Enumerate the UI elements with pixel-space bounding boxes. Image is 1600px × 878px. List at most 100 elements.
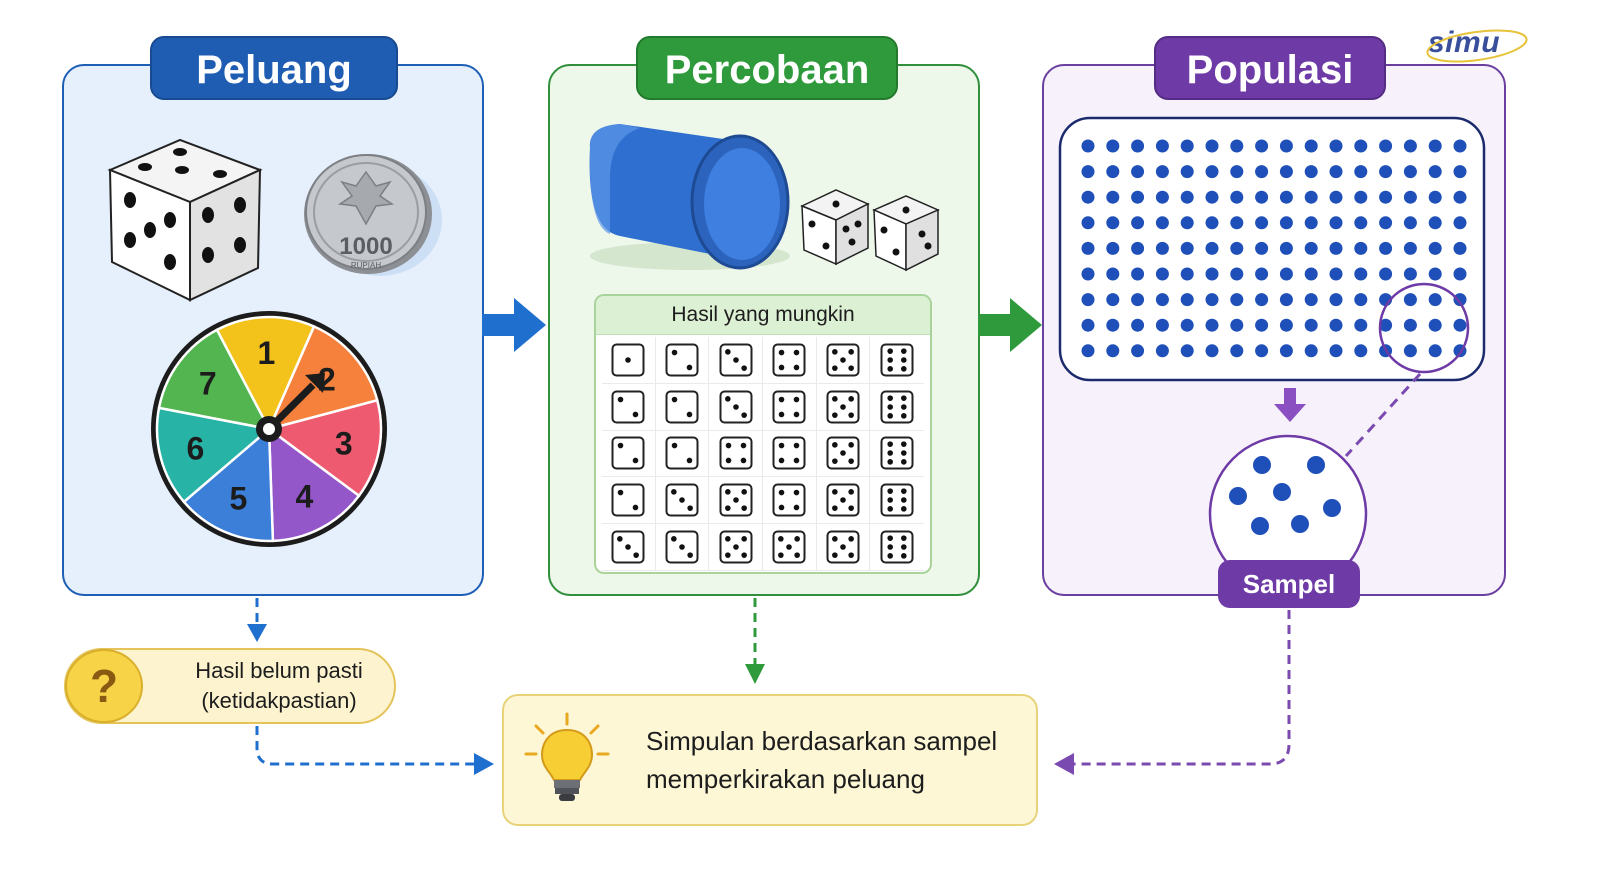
population-dot (1329, 241, 1343, 255)
die-face-2-icon (665, 436, 699, 470)
population-dot (1379, 267, 1393, 281)
population-dot (1230, 216, 1244, 230)
die-face-5-icon (772, 530, 806, 564)
coin-icon: 1000 RUPIAH (304, 154, 442, 276)
die-face-3-icon (665, 483, 699, 517)
population-box (1058, 116, 1486, 382)
die-face-4-icon (772, 436, 806, 470)
population-dot (1379, 216, 1393, 230)
population-dot (1131, 139, 1145, 153)
population-dot (1230, 165, 1244, 179)
population-dot (1106, 293, 1120, 307)
outcome-cell (655, 383, 710, 431)
outcome-cell (816, 430, 871, 478)
population-dot (1279, 344, 1293, 358)
population-dot (1403, 139, 1417, 153)
die-face-2-icon (665, 343, 699, 377)
population-dot (1230, 267, 1244, 281)
population-dot (1428, 139, 1442, 153)
population-dot (1180, 267, 1194, 281)
population-dot (1453, 165, 1467, 179)
spinner-segment-1 (215, 315, 316, 432)
population-dot (1453, 216, 1467, 230)
outcome-cell (763, 524, 817, 571)
population-dot (1081, 267, 1095, 281)
spinner-segment-6 (155, 406, 272, 504)
population-dot (1428, 293, 1442, 307)
sample-selection-circle (1378, 282, 1470, 374)
population-dot (1329, 216, 1343, 230)
population-dot (1279, 216, 1293, 230)
spinner-segment-4 (267, 426, 361, 543)
population-dot (1205, 267, 1219, 281)
population-dot (1428, 318, 1442, 332)
outcomes-header: Hasil yang mungkin (596, 296, 930, 335)
outcome-cell (816, 477, 871, 525)
population-dot (1304, 241, 1318, 255)
die-face-5-icon (826, 530, 860, 564)
population-dot (1081, 318, 1095, 332)
peluang-title: Peluang (150, 36, 398, 100)
population-dot (1379, 139, 1393, 153)
uncertainty-text: Hasil belum pasti (ketidakpastian) (174, 656, 384, 716)
population-dot (1155, 267, 1169, 281)
population-dot (1230, 344, 1244, 358)
population-dot (1379, 241, 1393, 255)
conclusion-box: Simpulan berdasarkan sampel memperkiraka… (502, 694, 1038, 826)
population-dot (1155, 344, 1169, 358)
population-dot (1131, 241, 1145, 255)
population-dot (1403, 241, 1417, 255)
population-dot (1329, 267, 1343, 281)
outcome-cell (870, 431, 924, 478)
outcome-cell (870, 524, 924, 571)
population-dot (1081, 190, 1095, 204)
spinner-label-7: 7 (199, 366, 217, 402)
population-dot (1329, 318, 1343, 332)
population-dot (1379, 165, 1393, 179)
population-dot (1354, 165, 1368, 179)
die-face-6-icon (880, 436, 914, 470)
outcomes-table: Hasil yang mungkin (594, 294, 932, 574)
population-dot (1255, 241, 1269, 255)
population-dot (1081, 293, 1095, 307)
population-dot (1155, 241, 1169, 255)
population-dot (1106, 139, 1120, 153)
population-dot (1428, 344, 1442, 358)
population-dot (1354, 216, 1368, 230)
population-dot (1205, 190, 1219, 204)
spinner-needle-tip (305, 373, 325, 393)
die-face-2-icon (611, 390, 645, 424)
outcome-cell (763, 477, 817, 525)
population-dot (1081, 216, 1095, 230)
population-dot (1081, 165, 1095, 179)
sample-label: Sampel (1218, 560, 1360, 608)
population-dot (1279, 165, 1293, 179)
die-face-6-icon (880, 343, 914, 377)
outcome-cell (763, 383, 817, 431)
population-dot (1304, 190, 1318, 204)
population-dot (1081, 344, 1095, 358)
die-face-5-icon (826, 343, 860, 377)
svg-text:?: ? (90, 660, 118, 712)
die-face-5-icon (826, 483, 860, 517)
population-dot (1155, 190, 1169, 204)
population-dot (1453, 241, 1467, 255)
population-dot (1180, 318, 1194, 332)
population-dot (1155, 139, 1169, 153)
spinner-label-3: 3 (335, 425, 353, 461)
population-dot (1131, 318, 1145, 332)
question-mark-icon: ? (65, 649, 143, 723)
conclusion-line2: memperkirakan peluang (646, 764, 925, 794)
population-dot (1428, 241, 1442, 255)
conclusion-line1: Simpulan berdasarkan sampel (646, 726, 998, 756)
die-face-4-icon (772, 390, 806, 424)
down-arrow-icon (1274, 388, 1306, 422)
spinner-segment-7 (157, 328, 272, 431)
population-dot (1329, 139, 1343, 153)
outcome-cell (602, 337, 656, 384)
outcome-cell (870, 337, 924, 384)
die-icon (107, 138, 263, 302)
outcome-cell (709, 524, 763, 571)
population-dot (1106, 267, 1120, 281)
